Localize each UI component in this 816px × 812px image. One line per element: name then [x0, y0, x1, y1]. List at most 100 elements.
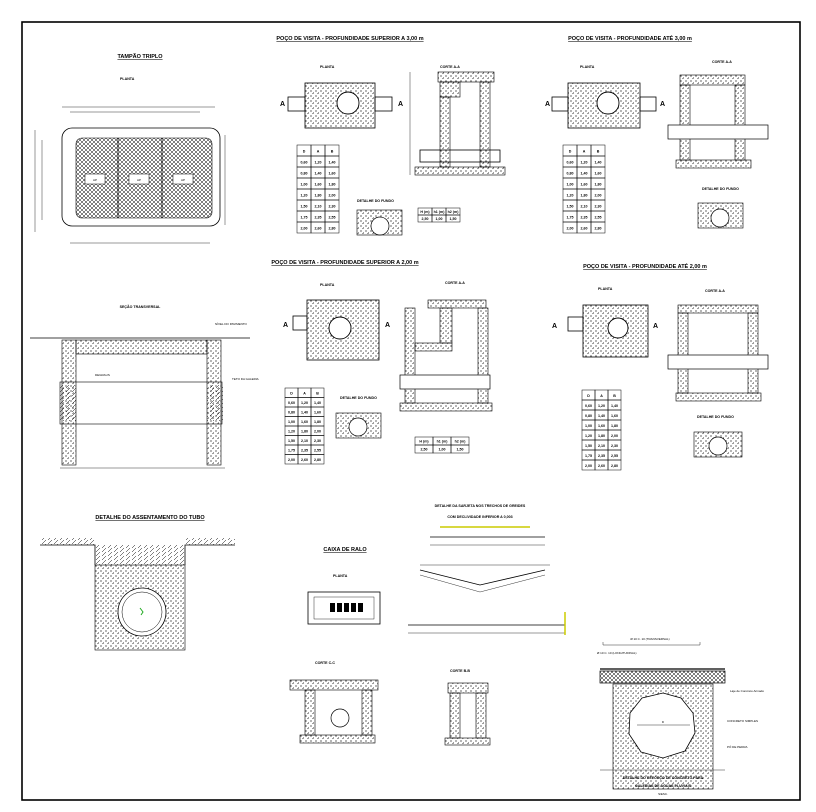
pv-ate-2m: POÇO DE VISITA - PROFUNDIDADE ATÉ 2,00 m…	[552, 262, 769, 458]
table-value: 2,60	[301, 458, 308, 462]
panel-label: AP	[137, 178, 141, 182]
pv4-title: POÇO DE VISITA - PROFUNDIDADE ATÉ 2,00 m	[583, 262, 707, 270]
table-value: 1,40	[315, 172, 322, 176]
ralo-corte-c: CORTE C-C	[315, 661, 335, 665]
table-value: 1,60	[314, 411, 321, 415]
table-value: 2,55	[595, 216, 602, 220]
table-value: 1,40	[329, 161, 336, 165]
armadura-longitudinal: Ø 10 C. 10 (LONGITUDINAL)	[597, 651, 637, 655]
table-value: 0,60	[301, 161, 308, 165]
table-value: 0,80	[585, 414, 592, 418]
table-value: 2,60	[315, 227, 322, 231]
detalhe-assentamento: DETALHE DO ASSENTAMENTO DO TUBO	[40, 515, 235, 651]
table-value: 0,60	[567, 161, 574, 165]
table-header: D	[587, 394, 590, 398]
pv-superior-2m: POÇO DE VISITA - PROFUNDIDADE SUPERIOR A…	[271, 260, 493, 439]
table-value: 1,20	[301, 194, 308, 198]
table-value: 1,60	[611, 414, 618, 418]
table-value: 1,40	[595, 161, 602, 165]
pv-superior-3m: POÇO DE VISITA - PROFUNDIDADE SUPERIOR A…	[276, 36, 506, 236]
table-value: 2,00	[314, 430, 321, 434]
table-cell	[310, 454, 325, 465]
table-value: 2,35	[301, 449, 308, 453]
table-value: 1,00	[567, 183, 574, 187]
cut-marker: A	[653, 323, 658, 330]
label-galeria: TETO DA GALERIA	[232, 377, 259, 381]
table-value: 1,00	[436, 217, 443, 221]
table-value: 0,60	[585, 404, 592, 408]
table-header: A	[600, 394, 603, 398]
pv2-title: POÇO DE VISITA - PROFUNDIDADE ATÉ 3,00 m	[568, 34, 692, 42]
table-header: A	[317, 150, 320, 154]
table-value: 2,30	[595, 205, 602, 209]
table-header: A	[303, 392, 306, 396]
table-header: h2 (m)	[448, 210, 460, 214]
pv1-corte: CORTE A-A	[440, 65, 460, 69]
table-value: 2,55	[611, 454, 618, 458]
table-header: B	[613, 394, 616, 398]
table-header: D	[290, 392, 293, 396]
dimension-tables: D A B 0,60 1,20 1,40 0,80 1,40 1,60 1,00 1,60 1,80 1…	[284, 144, 622, 471]
table-value: 1,20	[581, 161, 588, 165]
table-value: 1,75	[567, 216, 574, 220]
table-value: 1,20	[288, 430, 295, 434]
table-value: 2,80	[314, 458, 321, 462]
table-value: 1,20	[567, 194, 574, 198]
table-cell	[450, 444, 470, 454]
cut-marker: A	[660, 101, 665, 108]
table-header: B	[316, 392, 319, 396]
table-value: 2,00	[288, 458, 295, 462]
table-value: 2,30	[329, 205, 336, 209]
table-value: 1,60	[301, 420, 308, 424]
table-value: 2,00	[595, 194, 602, 198]
assentamento-title: DETALHE DO ASSENTAMENTO DO TUBO	[95, 515, 205, 521]
table-value: 1,40	[598, 414, 605, 418]
table-value: 1,50	[567, 205, 574, 209]
pv1-planta: PLANTA	[320, 65, 335, 69]
table-value: 1,75	[585, 454, 592, 458]
table-value: 1,80	[611, 424, 618, 428]
table-header: h2 (m)	[455, 440, 467, 444]
table-value: 1,60	[595, 172, 602, 176]
table-value: 2,60	[598, 464, 605, 468]
secao-title: SEÇÃO TRANSVERSAL	[120, 304, 162, 309]
panel-label: AP	[93, 178, 97, 182]
po-pedra-label: PÓ DE PEDRA	[727, 744, 748, 749]
table-value: 1,60	[598, 424, 605, 428]
table-value: 2,50	[422, 217, 429, 221]
label-greide: NÍVEL DO PAVIMENTO	[215, 322, 248, 326]
table-value: 1,20	[598, 404, 605, 408]
ralo-corte-b: CORTE B-B	[450, 669, 470, 673]
label-degraus: DEGRAUS	[95, 373, 110, 377]
ralo-title: CAIXA DE RALO	[323, 547, 367, 553]
detalhe-reforco: Ø 10 C. 10 (TRANSVERSAL) Ø 10 C. 10 (LON…	[597, 637, 764, 796]
reforco-title-1: DETALHE DO REFORÇO DE CONCRETO PARA	[623, 776, 704, 780]
table-value: 1,40	[581, 172, 588, 176]
table-value: 1,20	[585, 434, 592, 438]
table-value: 1,80	[315, 194, 322, 198]
table-value: 2,35	[315, 216, 322, 220]
sheet-border	[21, 21, 801, 801]
table-value: 1,00	[301, 183, 308, 187]
pv-ate-3m: POÇO DE VISITA - PROFUNDIDADE ATÉ 3,00 m…	[545, 34, 769, 229]
table-value: 2,50	[421, 448, 428, 452]
table-value: 1,50	[301, 205, 308, 209]
cut-marker: A	[398, 101, 403, 108]
table-value: 1,00	[439, 448, 446, 452]
cut-marker: A	[385, 322, 390, 329]
armadura-transversal: Ø 10 C. 10 (TRANSVERSAL)	[630, 637, 669, 641]
panel-label: AP	[181, 178, 185, 182]
table-value: 2,00	[611, 434, 618, 438]
table-value: 1,80	[581, 194, 588, 198]
table-value: 1,40	[611, 404, 618, 408]
table-value: 0,60	[288, 401, 295, 405]
table-value: 2,00	[301, 227, 308, 231]
table-header: h1 (m)	[434, 210, 446, 214]
pv4-corte: CORTE A-A	[705, 289, 725, 293]
concreto-label: CONCRETO SIMPLES	[727, 719, 758, 723]
table-value: 2,30	[611, 444, 618, 448]
table-value: 2,10	[315, 205, 322, 209]
pv4-planta: PLANTA	[598, 287, 613, 291]
table-value: 1,75	[288, 449, 295, 453]
table-value: 1,40	[314, 401, 321, 405]
